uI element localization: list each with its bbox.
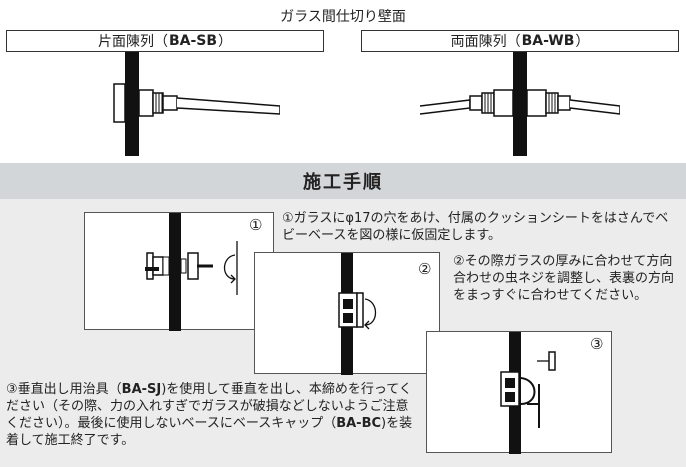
- single-label-suffix: ）: [218, 34, 233, 50]
- rotate-arrow: [223, 254, 236, 284]
- screw-lower: [505, 392, 515, 402]
- step-1-number: ①: [249, 216, 263, 234]
- step-3-diagram: [500, 332, 556, 454]
- screw: [505, 378, 515, 388]
- double-label-code: BA-WB: [521, 33, 575, 49]
- double-sided-diagram: [420, 52, 620, 156]
- collar-left: [469, 95, 483, 111]
- step-2-panel: ②: [254, 252, 440, 375]
- adjustment-screw: [343, 299, 353, 309]
- step-1-diagram: [145, 213, 238, 331]
- mount-body: [138, 89, 154, 117]
- step-3-text-c: )を装着して施工終了です。: [6, 416, 413, 448]
- single-sided-label: 片面陳列（BA-SB）: [6, 30, 324, 52]
- step-3-panel: ③: [426, 331, 612, 454]
- step-2-diagram: [338, 253, 377, 375]
- double-sided-label: 両面陳列（BA-WB）: [361, 30, 679, 52]
- rotate-arrow: [364, 298, 377, 330]
- header-title: ガラス間仕切り壁面: [280, 9, 406, 25]
- nut-left-grip-lines: [484, 93, 492, 113]
- mount-body-right: [526, 89, 547, 117]
- step-3-text-b: )を使用して垂直を出し、本締めを行ってください（その際、力の入れすぎでガラスが破…: [6, 382, 412, 431]
- adjustment-screw-lower: [343, 313, 353, 323]
- back-nut: [187, 252, 199, 280]
- step-3-text: ③垂直出し用治具（BA-SJ)を使用して垂直を出し、本締めを行ってください（その…: [6, 381, 416, 449]
- glass-panel: [513, 52, 527, 156]
- mount-body: [356, 292, 364, 328]
- step-1-panel: ①: [84, 212, 274, 331]
- glass-panel: [125, 52, 139, 156]
- collar: [162, 95, 178, 111]
- vertical-jig: [520, 377, 540, 428]
- back-cushion: [180, 258, 187, 274]
- double-label-suffix: ）: [575, 34, 590, 50]
- step-3-number: ③: [590, 335, 604, 353]
- collar-right: [557, 95, 571, 111]
- wire-rod: [176, 97, 280, 115]
- base-plate: [146, 252, 154, 280]
- single-sided-diagram: [113, 52, 280, 156]
- base-plate: [113, 83, 126, 123]
- glass-panel: [169, 213, 181, 331]
- mount-body: [152, 256, 164, 276]
- wire-rod-right: [569, 99, 620, 115]
- base-cap: [548, 351, 556, 371]
- base-cap-code: BA-BC: [336, 416, 382, 431]
- single-label-prefix: 片面陳列（: [97, 34, 168, 50]
- step-3-text-a: ③垂直出し用治具（: [6, 382, 122, 397]
- step-2-text: ②その際ガラスの厚みに合わせて方向合わせの虫ネジを調整し、表裏の方向をまっすぐに…: [453, 254, 675, 303]
- cushion-sheet: [162, 256, 170, 276]
- procedure-title: 施工手順: [303, 172, 383, 193]
- screw-head: [145, 267, 159, 271]
- mount-body-left: [493, 89, 514, 117]
- step-2-number: ②: [418, 260, 432, 278]
- nut-grip-lines: [155, 93, 163, 113]
- nut-right-grip-lines: [548, 93, 556, 113]
- wire-rod-left: [420, 99, 471, 115]
- procedure-title-bar: 施工手順: [0, 163, 686, 199]
- double-label-prefix: 両面陳列（: [450, 34, 521, 50]
- single-label-code: BA-SB: [168, 33, 218, 49]
- jig-code: BA-SJ: [121, 382, 162, 397]
- step-1-text: ①ガラスにφ17の穴をあけ、付属のクッションシートをはさんでベビーベースを図の様…: [282, 211, 669, 243]
